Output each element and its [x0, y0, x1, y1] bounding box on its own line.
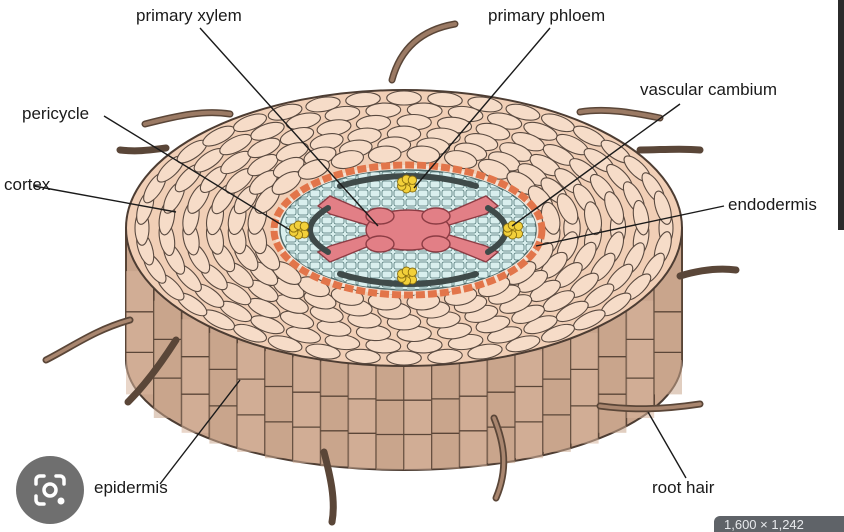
primary-xylem — [316, 195, 500, 263]
label-endodermis: endodermis — [728, 195, 817, 214]
label-vascular-cambium: vascular cambium — [640, 80, 777, 99]
cortex-cells — [134, 90, 674, 366]
scrollbar[interactable] — [838, 0, 844, 230]
leader-lines — [33, 27, 725, 485]
google-lens-icon[interactable] — [16, 456, 84, 524]
label-pericycle: pericycle — [22, 104, 90, 123]
label-epidermis: epidermis — [94, 478, 168, 497]
camera-search-icon — [34, 474, 66, 506]
image-size-tag: 1,600 × 1,242 — [714, 516, 844, 532]
label-cortex: cortex — [4, 175, 51, 194]
epidermis-cells — [125, 228, 683, 470]
label-primary-xylem: primary xylem — [136, 6, 242, 25]
label-root-hair: root hair — [652, 478, 715, 497]
label-primary-phloem: primary phloem — [488, 6, 606, 25]
